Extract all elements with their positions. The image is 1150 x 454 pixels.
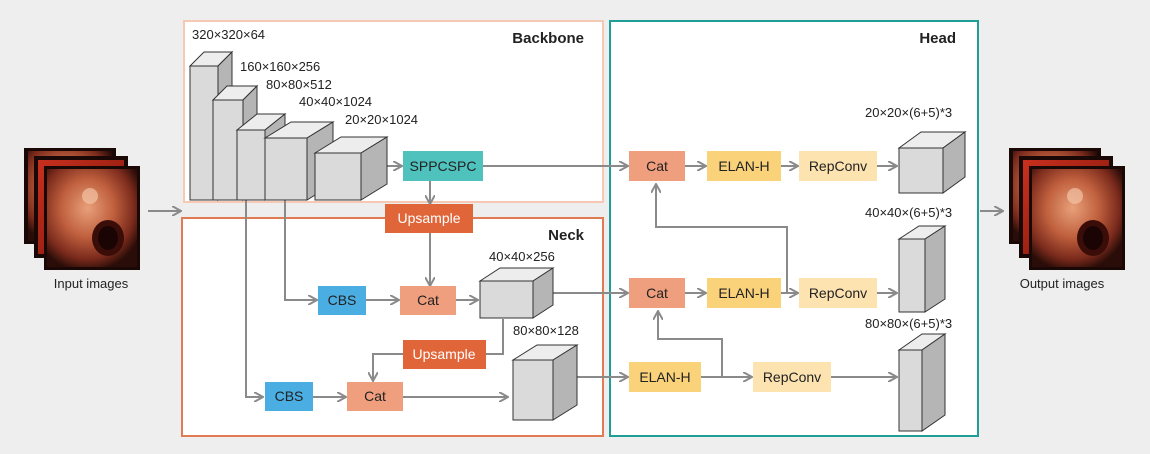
repconv-label-1: RepConv	[809, 158, 867, 174]
repconv-label-2: RepConv	[809, 285, 867, 301]
dim-20: 20×20×1024	[345, 112, 418, 127]
cat-block-neck-mid: Cat	[400, 286, 456, 315]
cat-label-neck-mid: Cat	[417, 292, 439, 308]
upsample-label-lower: Upsample	[412, 346, 475, 362]
cbs-label-lower: CBS	[275, 388, 304, 404]
upsample-label-top: Upsample	[397, 210, 460, 226]
head-title: Head	[919, 30, 956, 47]
cube-head-80	[897, 333, 947, 432]
cat-label-head-2: Cat	[646, 285, 668, 301]
backbone-cubes	[188, 50, 389, 202]
input-images	[24, 148, 140, 270]
connections	[148, 166, 1002, 397]
cube-neck-40	[478, 267, 555, 319]
output-label: Output images	[1020, 276, 1105, 291]
dim-80: 80×80×512	[266, 77, 332, 92]
cube-head-20	[897, 131, 967, 194]
cube-320	[188, 50, 234, 202]
cube-20	[313, 136, 389, 201]
cat-block-head-2: Cat	[629, 278, 685, 308]
cat-label-neck-lower: Cat	[364, 388, 386, 404]
repconv-label-3: RepConv	[763, 369, 821, 385]
sppcspc-label: SPPCSPC	[410, 158, 477, 174]
sppcspc-block: SPPCSPC	[403, 151, 483, 181]
backbone-title: Backbone	[512, 30, 584, 47]
elan-h-block-2: ELAN-H	[707, 278, 781, 308]
dim-head-80: 80×80×(6+5)*3	[865, 316, 952, 331]
cbs-label-mid: CBS	[328, 292, 357, 308]
dim-160: 160×160×256	[240, 59, 320, 74]
cat-block-neck-lower: Cat	[347, 382, 403, 411]
neck-title: Neck	[548, 227, 585, 244]
dim-head-40: 40×40×(6+5)*3	[865, 205, 952, 220]
dim-320: 320×320×64	[192, 27, 265, 42]
cube-head-40	[897, 225, 947, 313]
elan-h-block-1: ELAN-H	[707, 151, 781, 181]
repconv-block-3: RepConv	[753, 362, 831, 392]
elan-h-label-1: ELAN-H	[718, 158, 769, 174]
upsample-block-lower: Upsample	[403, 340, 486, 369]
cat-block-head-1: Cat	[629, 151, 685, 181]
repconv-block-2: RepConv	[799, 278, 877, 308]
dim-neck-80: 80×80×128	[513, 323, 579, 338]
cbs-block-mid: CBS	[318, 286, 366, 315]
elan-h-block-3: ELAN-H	[629, 362, 701, 392]
elan-h-label-2: ELAN-H	[718, 285, 769, 301]
cat-label-head-1: Cat	[646, 158, 668, 174]
cube-neck-80	[511, 344, 579, 421]
dim-neck-40: 40×40×256	[489, 249, 555, 264]
elan-h-label-3: ELAN-H	[639, 369, 690, 385]
dim-40: 40×40×1024	[299, 94, 372, 109]
cbs-block-lower: CBS	[265, 382, 313, 411]
output-images	[1009, 148, 1125, 270]
repconv-block-1: RepConv	[799, 151, 877, 181]
upsample-block-top: Upsample	[385, 204, 473, 233]
input-label: Input images	[54, 276, 129, 291]
dim-head-20: 20×20×(6+5)*3	[865, 105, 952, 120]
